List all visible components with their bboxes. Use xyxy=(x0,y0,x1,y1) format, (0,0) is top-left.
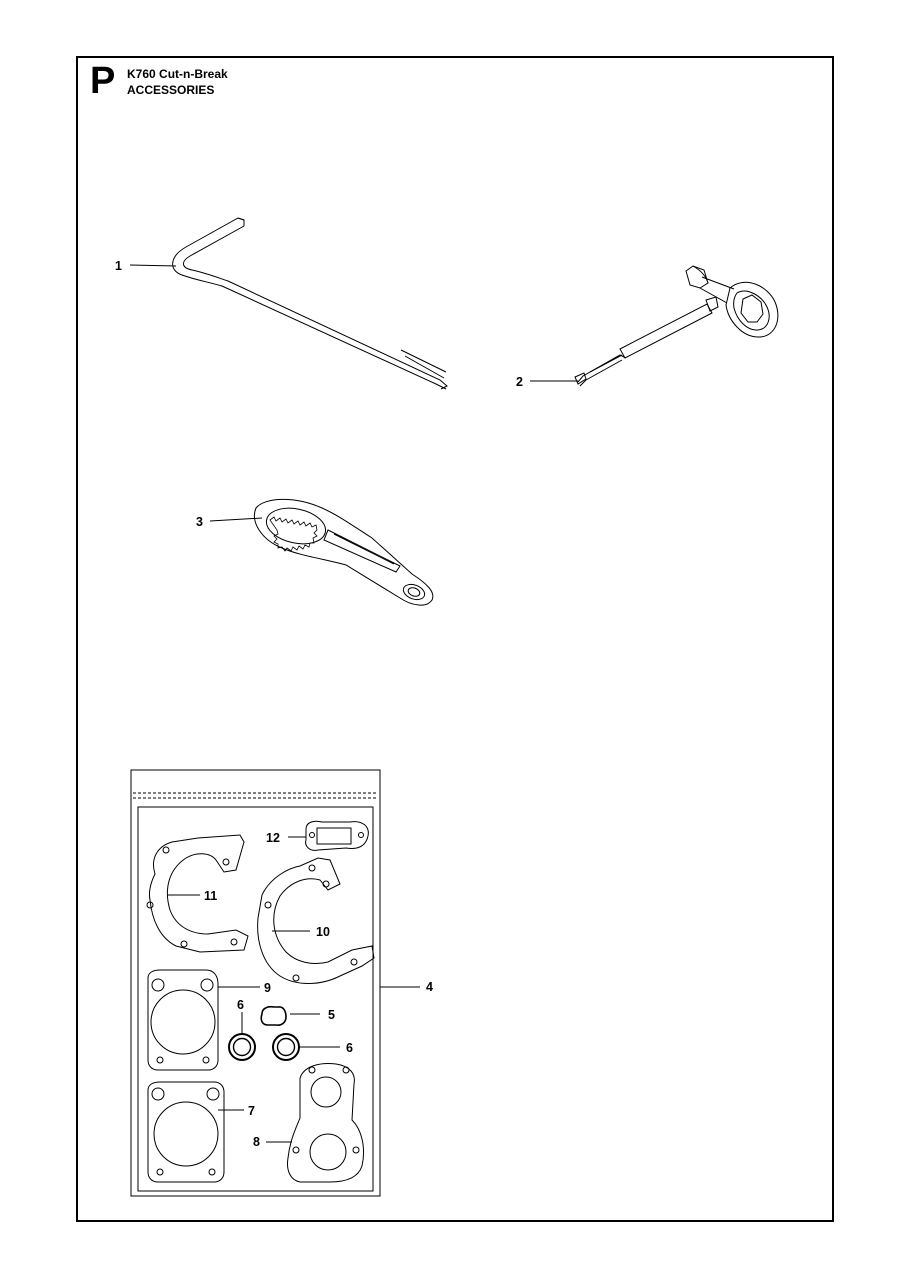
callout-2: 2 xyxy=(516,375,523,389)
part-10-crankcase-gasket xyxy=(257,857,375,984)
section-letter: P xyxy=(90,60,116,102)
part-12-muffler-gasket xyxy=(305,820,369,851)
part-4-gasket-kit-bag xyxy=(130,769,381,1197)
callouts: 1 2 3 4 5 6 6 7 8 9 10 11 12 xyxy=(115,259,523,1149)
callout-12: 12 xyxy=(266,831,280,845)
callout-7: 7 xyxy=(248,1104,255,1118)
part-5-small-gasket xyxy=(260,1005,287,1026)
page-frame xyxy=(76,56,834,1222)
part-8-intake-gasket xyxy=(287,1063,365,1183)
callout-5: 5 xyxy=(328,1008,335,1022)
part-7-cylinder-gasket xyxy=(147,1081,225,1183)
callout-10: 10 xyxy=(316,925,330,939)
callout-4: 4 xyxy=(426,980,433,994)
model-title: K760 Cut-n-Break xyxy=(127,67,228,81)
callout-9: 9 xyxy=(264,981,271,995)
leader-lines xyxy=(129,264,578,1143)
part-1-crowbar xyxy=(172,217,448,390)
group-title: ACCESSORIES xyxy=(127,83,215,97)
part-3-ring-spanner xyxy=(254,498,434,606)
callout-8: 8 xyxy=(253,1135,260,1149)
callout-6a: 6 xyxy=(237,998,244,1012)
callout-3: 3 xyxy=(196,515,203,529)
part-2-combination-spanner xyxy=(574,265,779,387)
part-9-cylinder-gasket xyxy=(147,969,219,1071)
callout-6b: 6 xyxy=(346,1041,353,1055)
callout-11: 11 xyxy=(204,889,217,903)
part-6-seal-ring-left xyxy=(228,1033,256,1061)
part-11-crankcase-gasket xyxy=(146,834,249,953)
callout-1: 1 xyxy=(115,259,122,273)
part-6-seal-ring-right xyxy=(272,1033,300,1061)
